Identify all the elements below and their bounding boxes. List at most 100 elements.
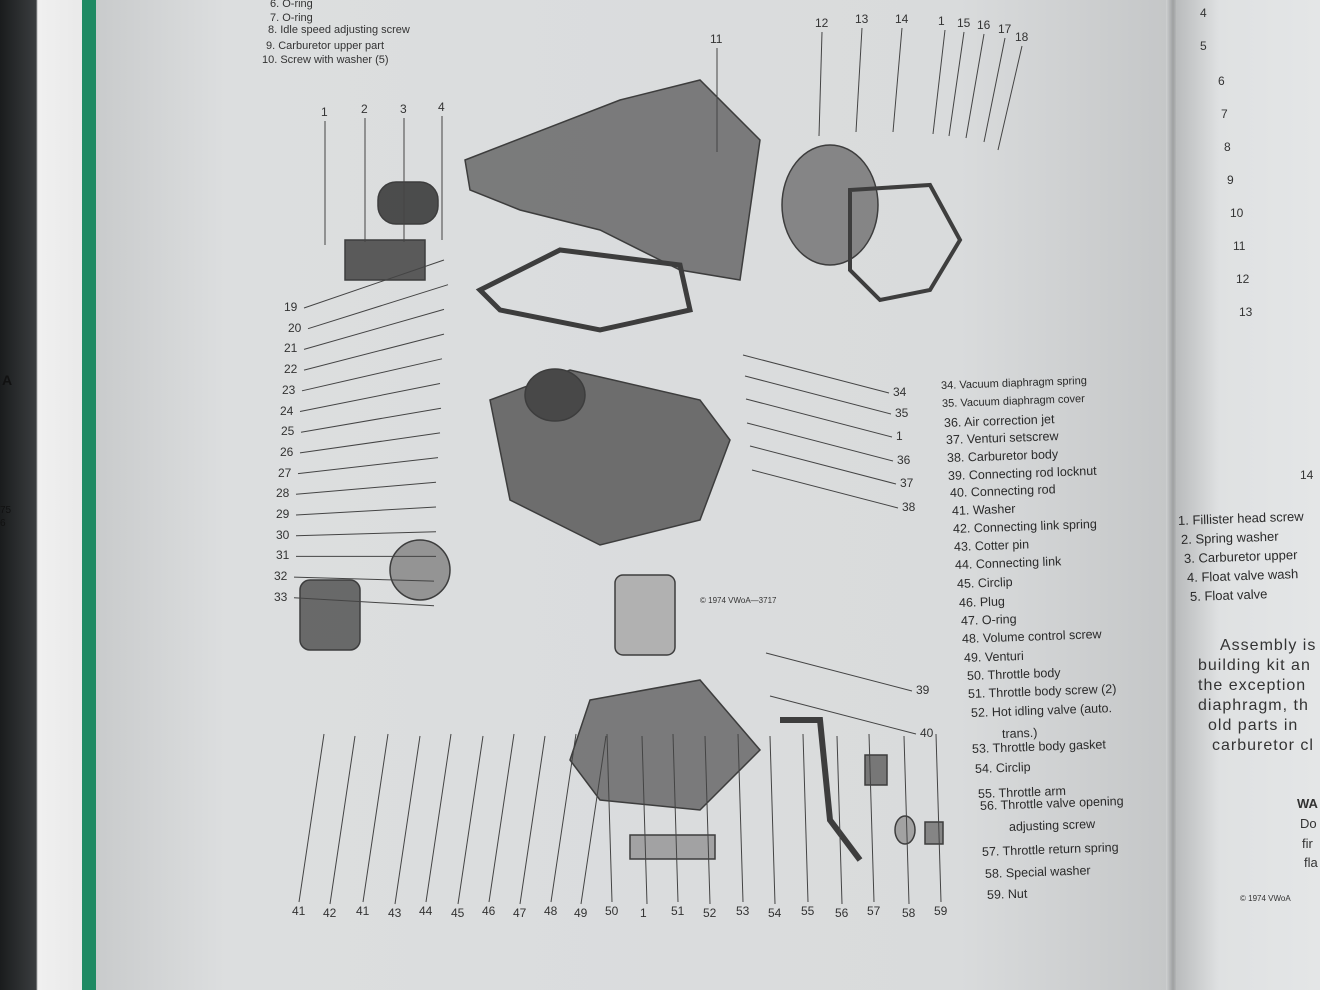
callout-number: 59 — [934, 904, 948, 918]
leader-line — [672, 733, 679, 903]
callout-number: 56 — [835, 906, 849, 920]
paragraph-line: old parts in — [1208, 717, 1299, 734]
leader-line — [868, 733, 875, 903]
leader-line — [641, 735, 648, 905]
throttle-body — [569, 679, 762, 811]
paragraph-line: Assembly is — [1220, 637, 1317, 654]
legend-item: 47. O-ring — [960, 612, 1017, 628]
callout-number: 29 — [276, 507, 290, 521]
callout-number: 26 — [280, 444, 294, 459]
callout-number: 45 — [451, 906, 465, 920]
leader-line — [965, 33, 985, 139]
float-chamber — [524, 368, 586, 422]
legend-item: 43. Cotter pin — [953, 537, 1030, 554]
callout-number: 47 — [513, 906, 527, 920]
callout-number: 53 — [736, 904, 750, 918]
callout-number: 37 — [900, 476, 914, 490]
leader-line — [293, 597, 435, 607]
warning-title: WA — [1297, 796, 1318, 811]
callout-number: 10 — [1230, 206, 1244, 220]
leader-line — [295, 531, 437, 537]
callout-number: 12 — [1236, 272, 1250, 286]
callout-number: 6 — [1218, 74, 1225, 88]
gasket — [475, 247, 693, 333]
callout-number: 27 — [278, 465, 292, 480]
accelerator-pump — [299, 579, 361, 651]
leader-line — [903, 735, 910, 905]
hot-idling-valve — [629, 834, 716, 860]
paragraph-line: the exception — [1198, 677, 1307, 694]
binder-edge: A 75 6 — [0, 0, 90, 990]
legend-item: 9. Carburetor upper part — [266, 40, 385, 52]
cover-plate — [848, 182, 963, 303]
leader-line — [293, 576, 435, 582]
callout-number: 38 — [902, 500, 916, 514]
edge-text: 75 — [0, 505, 12, 516]
leader-line — [457, 735, 484, 905]
callout-number: 22 — [284, 362, 298, 377]
callout-number: 31 — [276, 548, 290, 563]
callout-number: 18 — [1015, 30, 1029, 44]
page-credit: © 1974 VWoA — [1240, 894, 1291, 903]
callout-number: 1 — [896, 429, 903, 443]
callout-number: 13 — [855, 12, 869, 26]
leader-line — [425, 733, 452, 903]
paragraph-line: diaphragm, th — [1198, 697, 1309, 714]
callout-number: 24 — [280, 403, 294, 418]
callout-number: 32 — [274, 569, 288, 584]
leader-line — [769, 735, 776, 905]
return-spring — [864, 754, 888, 786]
callout-number: 1 — [640, 906, 647, 920]
callout-number: 52 — [703, 906, 717, 920]
callout-number: 58 — [902, 906, 916, 920]
leader-line — [303, 333, 445, 371]
leader-line — [744, 375, 892, 415]
leader-line — [295, 481, 437, 495]
callout-number: 49 — [574, 906, 588, 920]
legend-item: trans.) — [1001, 725, 1038, 741]
legend-item: 8. Idle speed adjusting screw — [268, 24, 410, 36]
leader-line — [488, 733, 515, 903]
callout-number: 11 — [710, 32, 723, 46]
pump-diaphragm — [389, 539, 451, 601]
warning-line: Do — [1300, 816, 1317, 831]
callout-number: 13 — [1239, 305, 1253, 319]
callout-number: 20 — [288, 320, 302, 335]
special-washer — [894, 815, 916, 845]
leader-line — [802, 733, 809, 903]
callout-number: 12 — [815, 16, 829, 30]
legend-item: 46. Plug — [958, 594, 1006, 610]
callout-number: 8 — [1224, 140, 1231, 154]
callout-number: 43 — [388, 906, 402, 920]
callout-number: 7 — [1221, 107, 1228, 121]
callout-number: 17 — [998, 22, 1012, 36]
callout-number: 14 — [895, 12, 909, 26]
leader-line — [329, 735, 356, 905]
callout-number: 39 — [916, 683, 930, 697]
callout-number: 16 — [977, 18, 991, 32]
callout-number: 25 — [281, 424, 295, 439]
leader-line — [362, 733, 389, 903]
callout-number: 3 — [400, 102, 407, 116]
callout-number: 21 — [284, 341, 298, 356]
leader-line — [301, 358, 443, 392]
venturi — [614, 574, 676, 656]
callout-number: 2 — [361, 102, 368, 116]
vacuum-diaphragm — [781, 144, 879, 266]
leader-line — [742, 354, 890, 394]
callout-number: 48 — [544, 904, 558, 918]
diagram-credit: © 1974 VWoA—3717 — [700, 596, 777, 605]
edge-text: 6 — [0, 518, 6, 529]
callout-number: 57 — [867, 904, 881, 918]
callout-number: 46 — [482, 904, 496, 918]
leader-line — [295, 506, 437, 516]
cutoff-valve — [377, 181, 439, 225]
leader-line — [300, 407, 442, 433]
leader-line — [298, 733, 325, 903]
paragraph-line: carburetor cl — [1212, 737, 1314, 754]
callout-number: 40 — [920, 726, 934, 740]
leader-line — [737, 733, 744, 903]
callout-number: 9 — [1227, 173, 1234, 187]
leader-line — [997, 45, 1023, 151]
